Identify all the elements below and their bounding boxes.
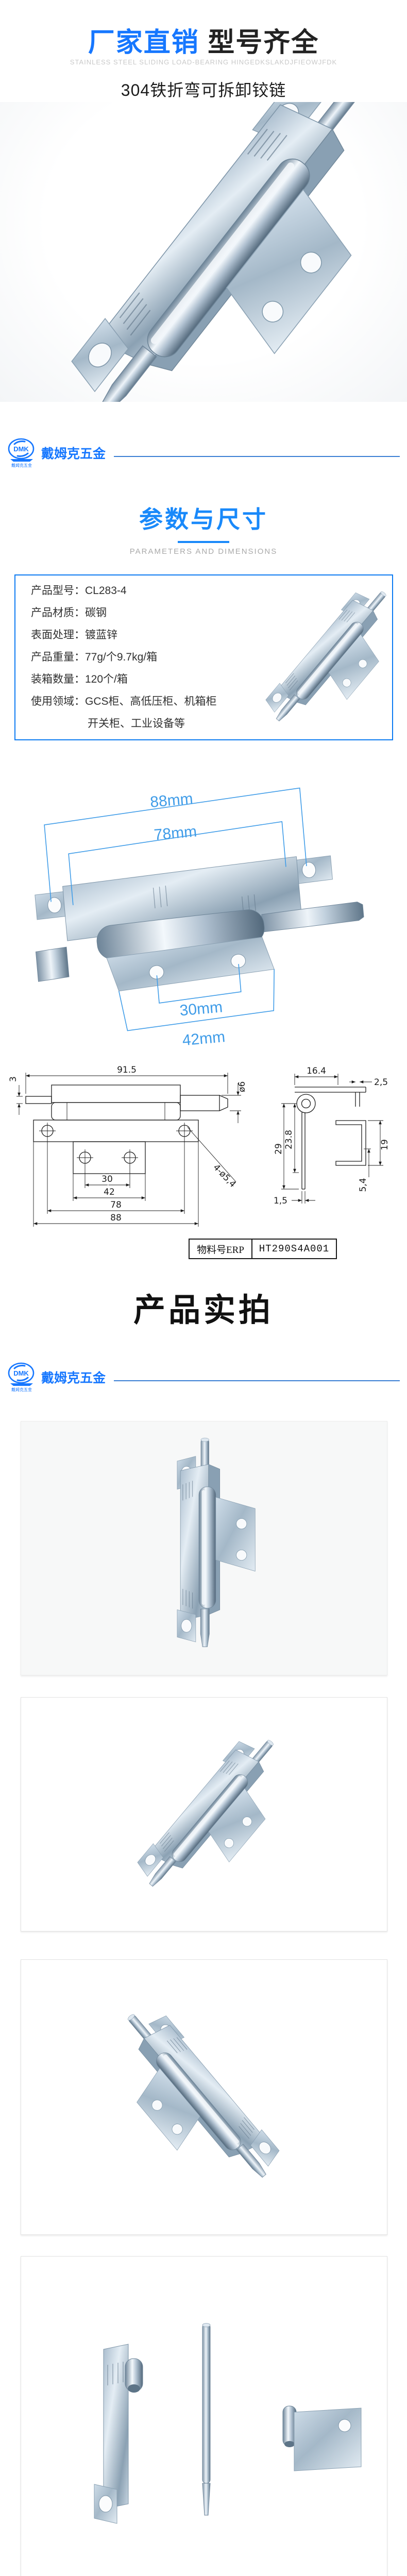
brand-name: 戴姆克五金 [41, 1371, 106, 1385]
dimension-photo-svg: 88mm 78mm 30mm 42mm [35, 787, 364, 1049]
brand-logo-icon: DMK 戴姆克五金 [8, 438, 35, 468]
spec-rows: 产品型号：CL283-4 产品材质：碳钢 表面处理：镀蓝锌 产品重量：77g/个… [31, 580, 217, 735]
drawing-front-view: 91.5 3 ø6 4-ø5,4 30 42 [8, 1065, 247, 1227]
part-plate-tube [282, 2405, 362, 2471]
brand-name: 戴姆克五金 [41, 447, 106, 461]
dim-front-pin-dia: ø6 [237, 1081, 247, 1092]
hinge-front-photo [35, 855, 364, 992]
dim-side-lip: 2,5 [374, 1077, 388, 1088]
hinge-parts-illustration [94, 2323, 362, 2524]
hinge-illustration-mirrored [91, 1997, 286, 2209]
erp-label: 物料号ERP [190, 1240, 252, 1258]
dimension-photo: 88mm 78mm 30mm 42mm [0, 746, 407, 1055]
section-subtitle-en: PARAMETERS AND DIMENSIONS [129, 547, 278, 556]
dim-front-outer-holes: 78 [110, 1200, 122, 1210]
erp-value: HT290S4A001 [259, 1243, 330, 1255]
product-name: 304铁折弯可拆卸铰链 [121, 81, 286, 99]
spec-row-packing: 装箱数量：120个/箱 [31, 673, 128, 685]
dim-front-plate-width: 42 [104, 1187, 115, 1197]
dim-side-tail: 5,4 [358, 1178, 368, 1192]
brand-abbr: DMK [13, 445, 29, 453]
dim-front-hole-span: 30 [101, 1174, 113, 1184]
page-subtitle-en: STAINLESS STEEL SLIDING LOAD-BEARING HIN… [70, 58, 337, 66]
dim-label-inner: 78mm [154, 823, 198, 843]
spec-row-usage-cont: 开关柜、工业设备等 [88, 718, 185, 730]
spec-row-weight: 产品重量：77g/个9.7kg/箱 [31, 651, 158, 663]
brand-logo-icon: DMK 戴姆克五金 [8, 1362, 35, 1392]
section-header-photos: 产品实拍 [133, 1293, 274, 1328]
dim-side-depth: 19 [380, 1139, 390, 1150]
product-photo-disassembled [21, 2256, 387, 2576]
dim-side-top-width: 16.4 [307, 1066, 326, 1076]
brand-bar: DMK 戴姆克五金 戴姆克五金 [7, 1361, 400, 1393]
hero-product-photo [0, 102, 407, 402]
spec-photo-hinge [260, 578, 392, 739]
section-title-underline [178, 541, 229, 543]
dim-label-holes: 30mm [179, 998, 223, 1019]
technical-drawing: 91.5 3 ø6 4-ø5,4 30 42 [0, 1057, 407, 1236]
spec-row-usage: 使用领域：GCS柜、高低压柜、机箱柜 [31, 696, 217, 707]
dimension-lines [44, 787, 307, 1031]
technical-drawing-svg: 91.5 3 ø6 4-ø5,4 30 42 [8, 1065, 390, 1227]
product-photo-3 [21, 1959, 387, 2235]
dim-label-outer: 88mm [149, 790, 194, 811]
dim-front-total-width: 88 [110, 1213, 122, 1223]
product-photo-2 [21, 1697, 387, 1931]
page-title-rest: 型号齐全 [208, 28, 319, 58]
brand-divider-line [114, 456, 400, 457]
hinge-illustration-hero [59, 102, 407, 402]
spec-row-finish: 表面处理：镀蓝锌 [31, 629, 117, 641]
dim-side-height-outer: 29 [274, 1143, 284, 1155]
brand-logo-caption: 戴姆克五金 [11, 463, 32, 468]
dimension-labels: 88mm 78mm 30mm 42mm [149, 790, 226, 1049]
part-channel-bracket [94, 2344, 143, 2524]
brand-bar: DMK 戴姆克五金 戴姆克五金 [7, 437, 400, 469]
dim-front-total-length: 91.5 [117, 1065, 137, 1075]
drawing-side-view: 16.4 2,5 29 23.8 19 5,4 [274, 1066, 390, 1206]
dim-front-hole-note: 4-ø5,4 [211, 1162, 238, 1190]
hinge-illustration-vertical [177, 1437, 256, 1647]
page-title-highlight: 厂家直销 [88, 28, 199, 58]
dim-side-thickness: 1,5 [274, 1196, 287, 1206]
dim-front-pin-step: 3 [8, 1076, 19, 1082]
product-photo-1 [21, 1421, 387, 1675]
section-title: 参数与尺寸 [139, 506, 268, 533]
dim-label-plate: 42mm [181, 1028, 226, 1049]
spec-row-material: 产品材质：碳钢 [31, 607, 107, 619]
spec-table: 产品型号：CL283-4 产品材质：碳钢 表面处理：镀蓝锌 产品重量：77g/个… [14, 574, 393, 740]
page-title: 厂家直销 型号齐全 [0, 21, 407, 59]
dim-side-height-inner: 23.8 [284, 1130, 294, 1149]
hinge-illustration-angled [131, 1725, 307, 1914]
drawing-holes [39, 1123, 193, 1166]
erp-number-box: 物料号ERP HT290S4A001 [189, 1239, 337, 1259]
section-header-params: 参数与尺寸 PARAMETERS AND DIMENSIONS [0, 501, 407, 556]
brand-logo-caption: 戴姆克五金 [11, 1387, 32, 1392]
part-pin [202, 2323, 211, 2516]
brand-abbr: DMK [13, 1369, 29, 1377]
brand-divider-line [114, 1380, 400, 1381]
spec-row-model: 产品型号：CL283-4 [31, 585, 127, 597]
